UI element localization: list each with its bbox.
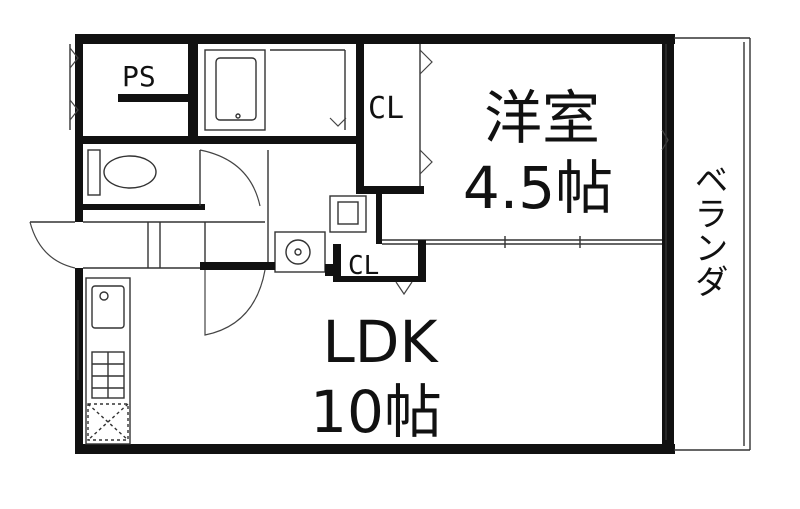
ldk-size: 10帖 [310, 378, 442, 446]
washroom [267, 150, 367, 276]
closet-lower [333, 240, 426, 296]
ldk-name: LDK [322, 308, 439, 376]
closet-upper-label: CL [368, 91, 404, 126]
closet-lower-label: CL [348, 251, 379, 281]
western-room-walls [376, 44, 669, 440]
kitchen [77, 277, 131, 445]
wall-right [662, 34, 674, 454]
closet-upper [356, 44, 433, 194]
wall-left-lower [75, 268, 83, 454]
outer-walls [75, 34, 675, 454]
toilet-room [75, 136, 261, 210]
western-room-size: 4.5帖 [463, 154, 613, 222]
bathroom [198, 49, 358, 144]
pipe-space [69, 44, 198, 136]
veranda-area [674, 37, 751, 451]
entrance [29, 221, 275, 336]
wall-top [75, 34, 675, 44]
wall-bottom [75, 444, 675, 454]
wall-left-upper [75, 34, 83, 222]
veranda-label: ベランダ [688, 162, 728, 298]
pipe-space-label: PS [122, 60, 156, 93]
western-room-name: 洋室 [484, 84, 600, 152]
